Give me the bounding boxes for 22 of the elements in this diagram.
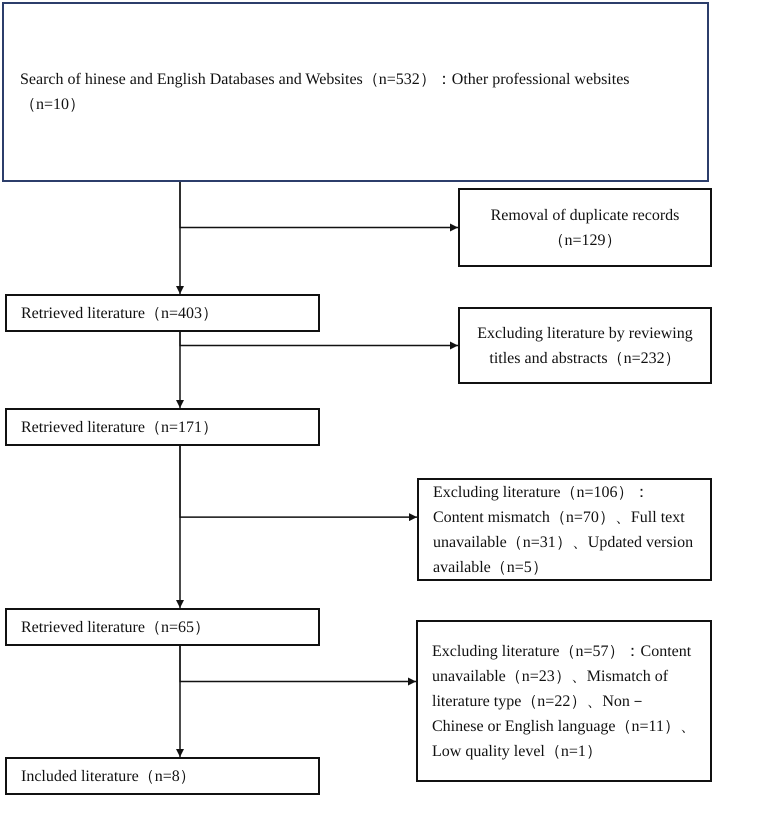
box-text: Retrieved literature（n=171） bbox=[21, 418, 218, 436]
process-box bbox=[5, 608, 320, 646]
box-text: Removal of duplicate records（n=129） bbox=[490, 206, 680, 248]
box-text: Included literature（n=8） bbox=[21, 768, 196, 784]
box-text: Excluding literature by reviewing titles and abstracts（n=232） bbox=[477, 324, 693, 366]
arrow bbox=[179, 446, 417, 522]
box-text: Retrieved literature（n=403） bbox=[21, 304, 218, 322]
process-box bbox=[2, 2, 709, 182]
process-box bbox=[416, 620, 712, 782]
process-box bbox=[458, 188, 712, 267]
process-box bbox=[5, 408, 320, 446]
arrow bbox=[179, 646, 416, 686]
arrow bbox=[179, 182, 458, 232]
process-box bbox=[458, 307, 712, 384]
arrow bbox=[179, 332, 458, 350]
box-text: Retrieved literature（n=65） bbox=[21, 618, 210, 636]
box-text: Search of hinese and English Databases and Websites（n=532）：Other professional websites（n=10） bbox=[20, 71, 630, 113]
process-box bbox=[417, 478, 712, 581]
process-box bbox=[5, 294, 320, 332]
box-text: Excluding literature（n=57）：Content unavailable（n=23）、Mismatch of literature type（n=22）、Non－Chinese or English language（n=11）、Low quality level（n=1） bbox=[432, 642, 696, 760]
box-text: Excluding literature（n=106）：Content mismatch（n=70）、Full text unavailable（n=31）、Updated version available（n=5） bbox=[433, 484, 694, 576]
process-box bbox=[5, 757, 320, 795]
